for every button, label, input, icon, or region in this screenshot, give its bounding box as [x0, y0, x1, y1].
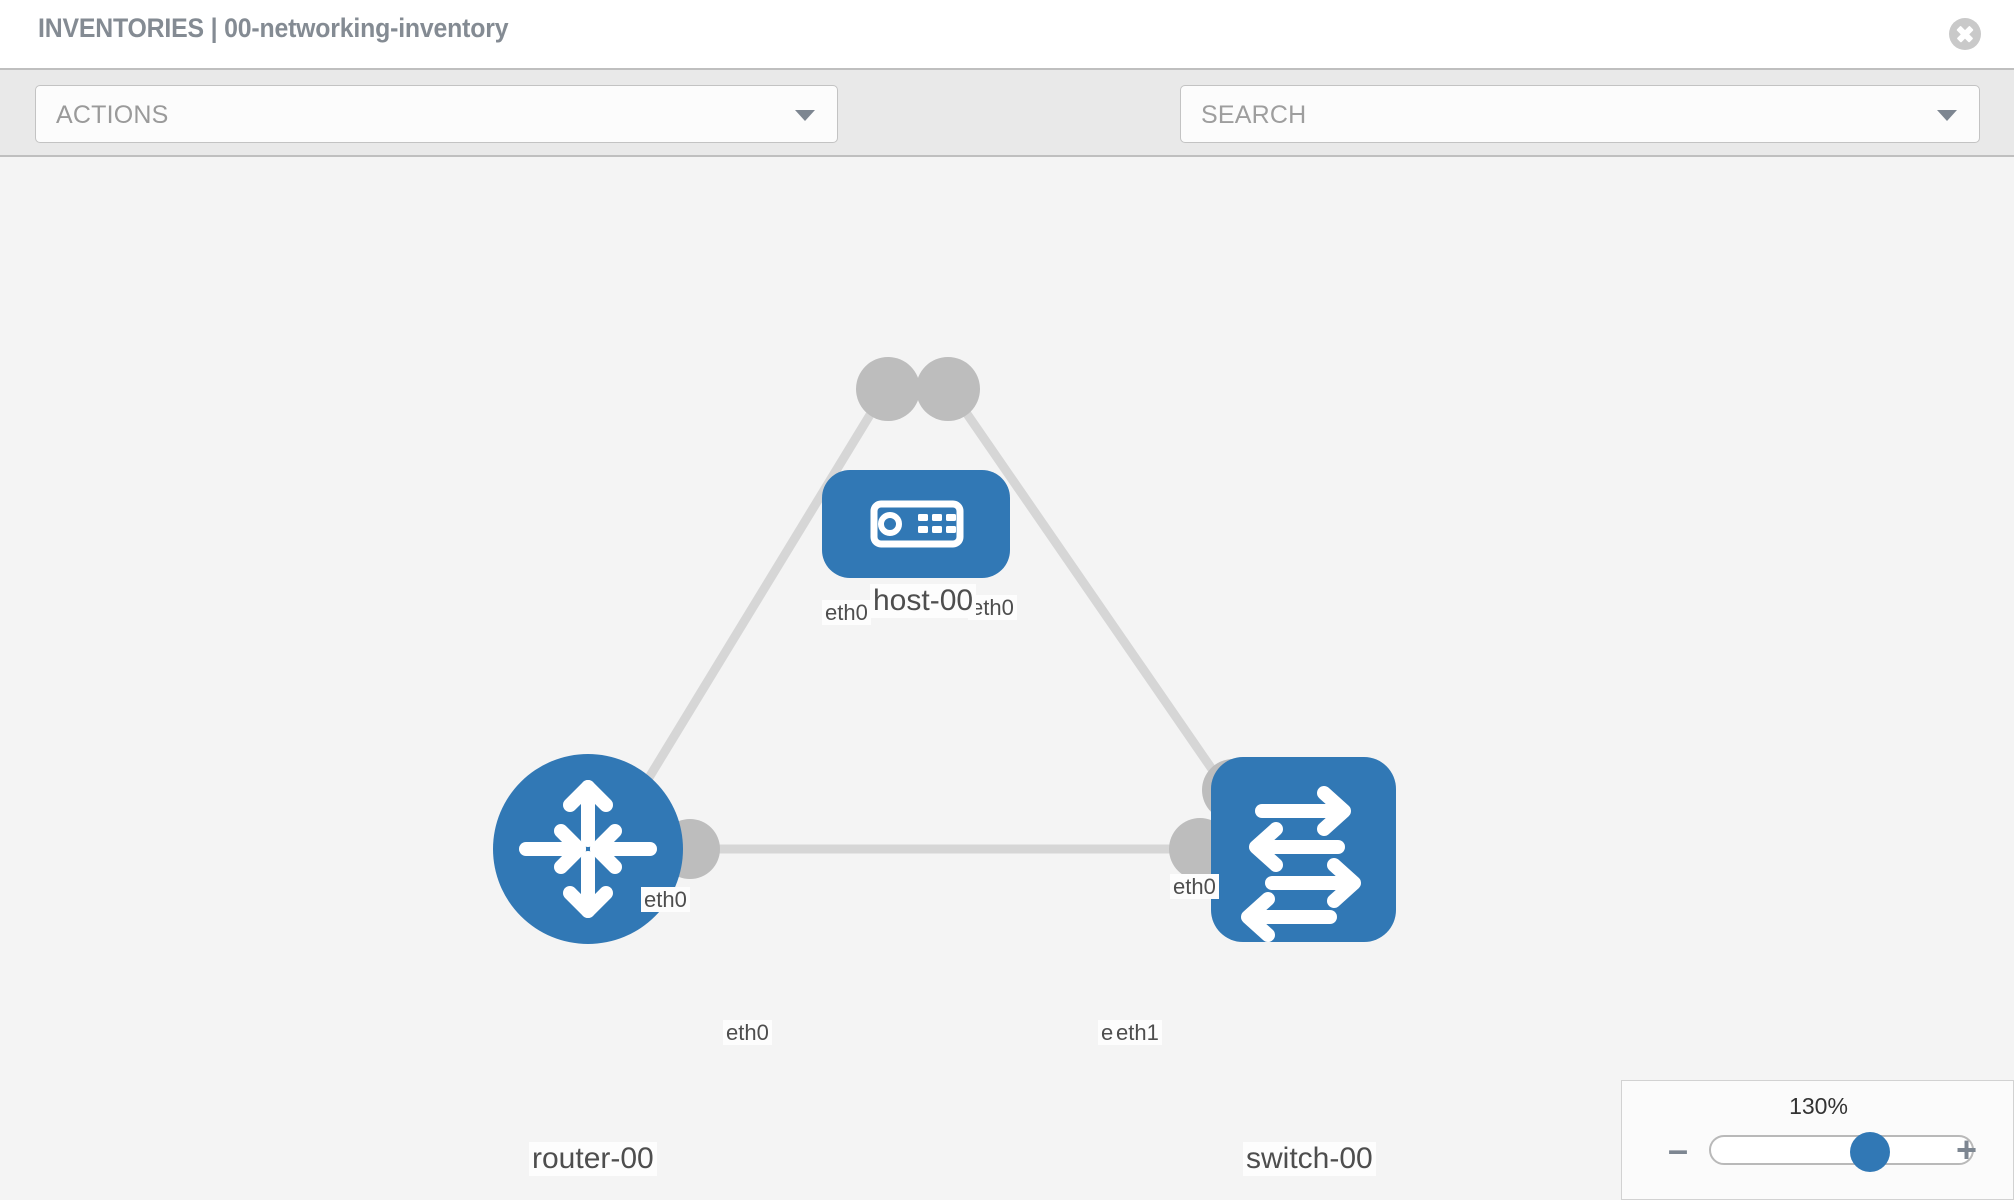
- chevron-down-icon: [795, 110, 815, 121]
- page-title: INVENTORIES | 00-networking-inventory: [38, 13, 509, 43]
- topology-graph: [493, 357, 1396, 944]
- port-label: eth0: [968, 595, 1017, 621]
- server-icon-ports: [918, 514, 956, 533]
- topology-edges: [621, 379, 1249, 854]
- page-header: INVENTORIES | 00-networking-inventory: [0, 0, 2014, 68]
- port-label: eth0: [723, 1020, 772, 1046]
- port-host-right: [916, 357, 980, 421]
- port-label: eth1: [1113, 1020, 1162, 1046]
- zoom-in-button[interactable]: +: [1955, 1129, 1977, 1170]
- edge-host-router: [621, 379, 894, 820]
- close-icon[interactable]: [1949, 18, 1981, 50]
- zoom-panel: 130% – +: [1621, 1080, 2014, 1200]
- topology-canvas[interactable]: eth0 eth0 eth0 eth0 eth0 eth0 eth1 host-…: [0, 157, 2014, 1200]
- node-label-switch: switch-00: [1243, 1142, 1376, 1176]
- node-host-00: [822, 470, 1010, 578]
- port-host-left: [856, 357, 920, 421]
- edge-host-switch: [941, 379, 1249, 820]
- toolbar: ACTIONS SEARCH: [0, 68, 2014, 206]
- port-label: eth0: [641, 887, 690, 913]
- server-icon: [870, 500, 964, 548]
- router-arrows-icon: [519, 780, 657, 918]
- actions-dropdown[interactable]: ACTIONS: [35, 85, 838, 143]
- node-router-00: [493, 754, 683, 944]
- port-label: eth0: [1170, 874, 1219, 900]
- zoom-slider-thumb[interactable]: [1850, 1132, 1890, 1172]
- switch-arrows-icon: [1241, 786, 1361, 942]
- server-icon-led: [878, 512, 902, 536]
- node-label-router: router-00: [529, 1142, 657, 1176]
- port-label: eth0: [822, 600, 871, 626]
- chevron-down-icon[interactable]: [1937, 110, 1957, 121]
- node-switch-00: [1211, 757, 1396, 942]
- zoom-out-button[interactable]: –: [1668, 1129, 1689, 1170]
- search-input[interactable]: SEARCH: [1180, 85, 1980, 143]
- node-label-host: host-00: [870, 584, 977, 618]
- actions-dropdown-label: ACTIONS: [56, 101, 169, 129]
- search-placeholder: SEARCH: [1201, 101, 1307, 129]
- zoom-level-value: 130%: [1789, 1093, 1848, 1119]
- zoom-slider[interactable]: [1709, 1132, 1974, 1172]
